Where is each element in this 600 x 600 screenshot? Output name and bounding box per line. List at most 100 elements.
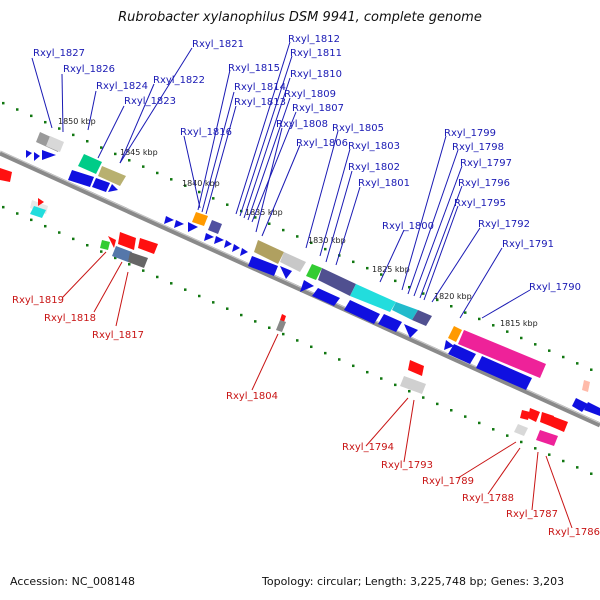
scale-dot <box>198 294 201 298</box>
scale-dot <box>436 298 439 302</box>
scale-dot <box>408 285 411 289</box>
gene-arrow <box>572 398 588 412</box>
gene-arrow <box>584 402 600 416</box>
gene-label: Rxyl_1822 <box>153 75 205 86</box>
scale-dot <box>86 139 89 143</box>
gene-label: Rxyl_1795 <box>454 198 506 209</box>
gene-arrow <box>540 412 554 426</box>
gene-box <box>280 252 306 272</box>
gene-label: Rxyl_1806 <box>296 138 348 149</box>
scale-dot <box>58 127 61 130</box>
gene-arrow <box>224 240 232 248</box>
gene-label: Rxyl_1823 <box>124 96 176 107</box>
scale-dot <box>408 389 411 393</box>
scale-dot <box>310 345 313 349</box>
bottom-strand-labels: Rxyl_1819 Rxyl_1818 Rxyl_1817 Rxyl_1804 … <box>12 295 600 538</box>
scale-dot <box>562 459 565 463</box>
scale-dot <box>282 332 285 336</box>
gene-box <box>208 220 222 234</box>
gene-label: Rxyl_1826 <box>63 64 115 75</box>
gene-label: Rxyl_1803 <box>348 141 400 152</box>
top-strand-genes <box>26 150 600 416</box>
scale-dot <box>254 320 257 323</box>
gene-arrow <box>520 410 530 420</box>
scale-dot <box>86 243 89 247</box>
scale-dot <box>478 421 481 425</box>
gene-arrow <box>248 256 278 276</box>
gene-arrow <box>0 168 12 182</box>
scale-dot <box>520 336 523 340</box>
scale-dot <box>576 466 579 469</box>
scale-dot <box>254 216 257 219</box>
gene-arrow <box>476 356 532 390</box>
scale-dot <box>16 212 19 215</box>
scale-dot <box>464 311 467 314</box>
scale-dot <box>324 247 327 251</box>
scale-dot <box>170 282 173 285</box>
scale-dot <box>562 355 565 359</box>
scale-dot <box>58 231 61 234</box>
gene-box <box>536 430 558 446</box>
scale-dot <box>156 275 159 279</box>
gene-arrow <box>280 266 292 279</box>
scale-dot <box>72 133 75 137</box>
gene-box <box>276 320 286 332</box>
gene-arrow <box>408 360 424 376</box>
scale-dot <box>212 301 215 304</box>
gene-arrow <box>550 416 568 432</box>
gene-label: Rxyl_1818 <box>44 313 96 324</box>
scale-dot <box>548 349 551 352</box>
gene-box <box>30 206 46 218</box>
gene-label: Rxyl_1821 <box>192 39 244 50</box>
gene-arrow <box>300 280 314 292</box>
scale-dot <box>436 402 439 406</box>
gene-label: Rxyl_1799 <box>444 128 496 139</box>
scale-label: 1830 kbp <box>308 236 346 245</box>
scale-dot <box>2 205 5 209</box>
scale-dot <box>492 324 495 327</box>
gene-arrow <box>378 314 402 332</box>
scale-dot <box>366 370 369 374</box>
gene-box <box>400 376 426 394</box>
gene-arrow <box>444 340 454 350</box>
gene-arrow <box>174 220 184 228</box>
scale-dot <box>534 343 537 346</box>
scale-label: 1840 kbp <box>182 179 220 188</box>
gene-label: Rxyl_1827 <box>33 48 85 59</box>
gene-box <box>112 246 132 262</box>
gene-arrow <box>204 233 214 241</box>
scale-dot <box>2 101 5 105</box>
gene-label: Rxyl_1800 <box>382 221 434 232</box>
gene-label: Rxyl_1788 <box>462 493 514 504</box>
gene-box <box>448 326 462 342</box>
gene-label: Rxyl_1807 <box>292 103 344 114</box>
scale-dot <box>212 197 215 200</box>
gene-arrow <box>108 184 118 192</box>
scale-dot <box>170 178 173 181</box>
gene-arrow <box>240 248 248 256</box>
gene-label: Rxyl_1790 <box>529 282 581 293</box>
gene-box <box>306 264 322 280</box>
gene-box <box>318 268 356 296</box>
scale-dot <box>44 224 47 228</box>
scale-dot <box>100 250 103 253</box>
scale-dot <box>30 114 33 118</box>
gene-label: Rxyl_1814 <box>234 82 286 93</box>
gene-label: Rxyl_1819 <box>12 295 64 306</box>
scale-label: 1820 kbp <box>434 292 472 301</box>
scale-dot <box>16 108 19 111</box>
gene-arrow <box>68 170 94 187</box>
gene-box <box>458 330 546 378</box>
scale-dot <box>422 396 425 399</box>
gene-box <box>128 252 148 268</box>
scale-dot <box>296 235 299 238</box>
scale-dot <box>352 364 355 368</box>
scale-dot <box>184 288 187 291</box>
gene-arrow <box>528 408 540 422</box>
scale-dot <box>268 326 271 329</box>
gene-label: Rxyl_1813 <box>234 97 286 108</box>
scale-label: 1825 kbp <box>372 265 410 274</box>
gene-arrow <box>214 236 224 244</box>
scale-dot <box>520 440 523 444</box>
